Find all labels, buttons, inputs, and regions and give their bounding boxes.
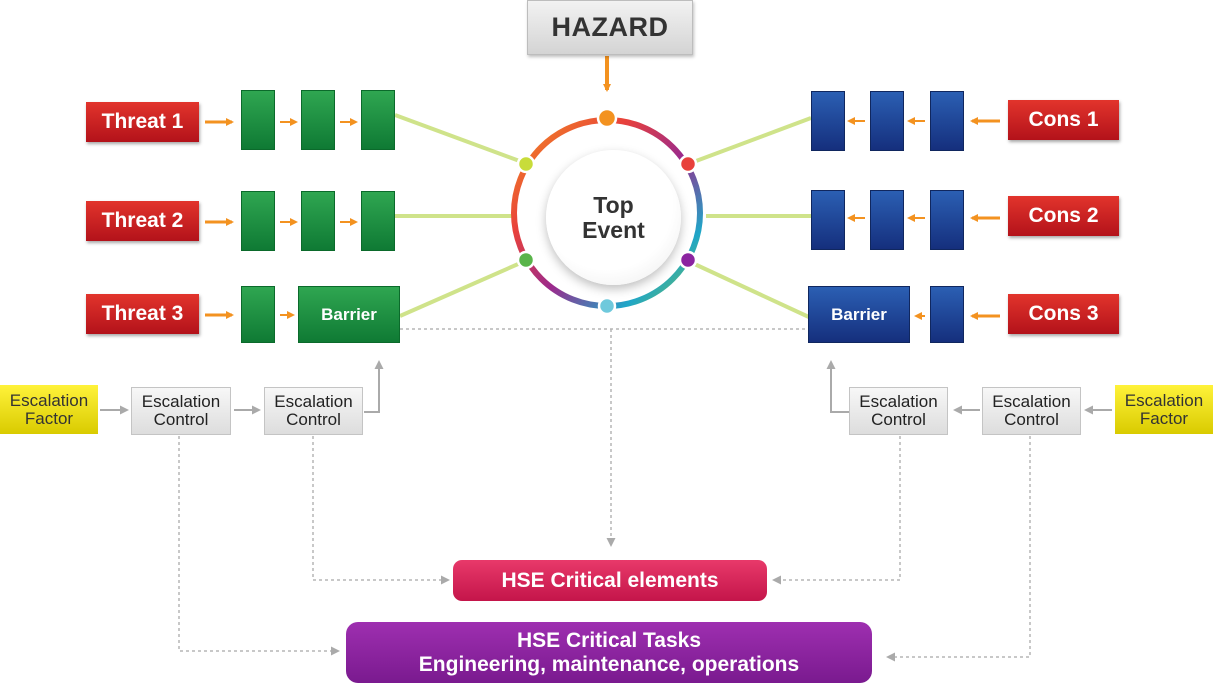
escalation-factor-right-line2: Factor [1139,408,1189,428]
escalation-control-left-2-line1: Escalation [274,392,353,411]
dotted-links [178,328,1031,662]
right-barrier-label: Barrier [831,304,887,324]
escalation-control-right-1-line2: Control [871,410,926,429]
escalation-factor-left: Escalation Factor [0,385,98,434]
right-barrier-2a [811,190,845,250]
threat-2-label: Threat 2 [101,209,184,232]
threat-arrows [205,118,358,319]
escalation-control-right-1: Escalation Control [849,387,948,435]
escalation-arrows [100,360,1112,415]
cons-1-label: Cons 1 [1028,108,1099,131]
barrier-connector-lines [394,113,812,320]
escalation-control-right-2-line1: Escalation [992,392,1071,411]
threat-3-box: Threat 3 [86,294,199,334]
top-event: Top Event [546,150,681,285]
left-barrier-1c [361,90,395,150]
left-barrier-1b [301,90,335,150]
escalation-control-right-2-line2: Control [1004,410,1059,429]
hse-critical-elements: HSE Critical elements [453,560,767,601]
left-barrier-1a [241,90,275,150]
escalation-control-left-2: Escalation Control [264,387,363,435]
right-barrier-2c [930,190,964,250]
hazard-label: HAZARD [551,12,669,42]
hse-critical-elements-label: HSE Critical elements [501,568,719,592]
ring-nodes [516,107,698,316]
hse-critical-tasks: HSE Critical Tasks Engineering, maintena… [346,622,872,683]
right-barrier-3b [930,286,964,343]
threat-1-box: Threat 1 [86,102,199,142]
left-barrier-3-labeled: Barrier [298,286,400,343]
right-barrier-2b [870,190,904,250]
cons-2-box: Cons 2 [1008,196,1119,236]
left-barrier-2b [301,191,335,251]
escalation-control-left-1: Escalation Control [131,387,231,435]
escalation-control-right-1-line1: Escalation [859,392,938,411]
right-barrier-1c [930,91,964,151]
hse-critical-tasks-line2: Engineering, maintenance, operations [418,652,800,676]
consequence-arrows [847,117,1000,320]
escalation-control-left-1-line1: Escalation [141,392,221,411]
escalation-factor-right: Escalation Factor [1115,385,1213,434]
escalation-factor-right-line1: Escalation [1124,390,1204,410]
top-event-line1: Top [593,191,634,218]
threat-3-label: Threat 3 [101,302,184,325]
cons-1-box: Cons 1 [1008,100,1119,140]
right-barrier-1a [811,91,845,151]
left-barrier-3a [241,286,275,343]
cons-3-box: Cons 3 [1008,294,1119,334]
escalation-factor-left-line2: Factor [24,408,74,428]
left-barrier-2c [361,191,395,251]
escalation-factor-left-line1: Escalation [9,390,89,410]
escalation-control-left-2-line2: Control [286,410,341,429]
threat-2-box: Threat 2 [86,201,199,241]
hazard-box: HAZARD [527,0,693,55]
escalation-control-left-1-line2: Control [153,410,209,429]
threat-1-label: Threat 1 [101,110,184,133]
hse-critical-tasks-line1: HSE Critical Tasks [516,628,701,652]
right-barrier-1b [870,91,904,151]
escalation-control-right-2: Escalation Control [982,387,1081,435]
top-event-line2: Event [582,216,645,243]
left-barrier-label: Barrier [321,304,377,324]
cons-3-label: Cons 3 [1028,302,1099,325]
right-barrier-3-labeled: Barrier [808,286,910,343]
left-barrier-2a [241,191,275,251]
cons-2-label: Cons 2 [1028,204,1099,227]
